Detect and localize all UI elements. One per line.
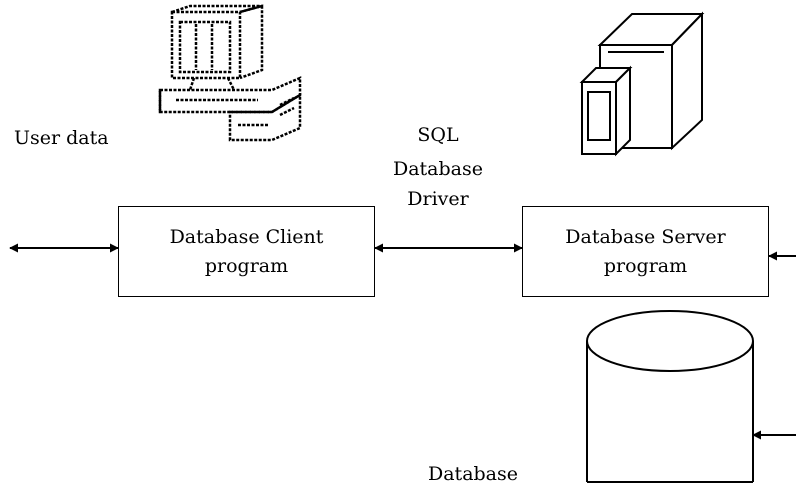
database-client-box: Database Client program: [118, 206, 375, 297]
server-tower-icon: [579, 11, 705, 157]
client-box-line1: Database Client: [169, 225, 324, 248]
database-server-box: Database Server program: [522, 206, 769, 297]
desktop-computer-icon: [158, 4, 302, 142]
driver-label-line2: Database: [392, 158, 483, 180]
server-box-line2: program: [603, 254, 688, 277]
driver-label-line3: Driver: [407, 188, 469, 210]
driver-label-line1: SQL: [417, 124, 459, 146]
server-box-line1: Database Server: [565, 225, 726, 248]
database-label: Database: [428, 463, 519, 485]
database-cylinder-icon: [586, 310, 754, 483]
user-data-label: User data: [14, 127, 109, 149]
client-box-line2: program: [204, 254, 289, 277]
